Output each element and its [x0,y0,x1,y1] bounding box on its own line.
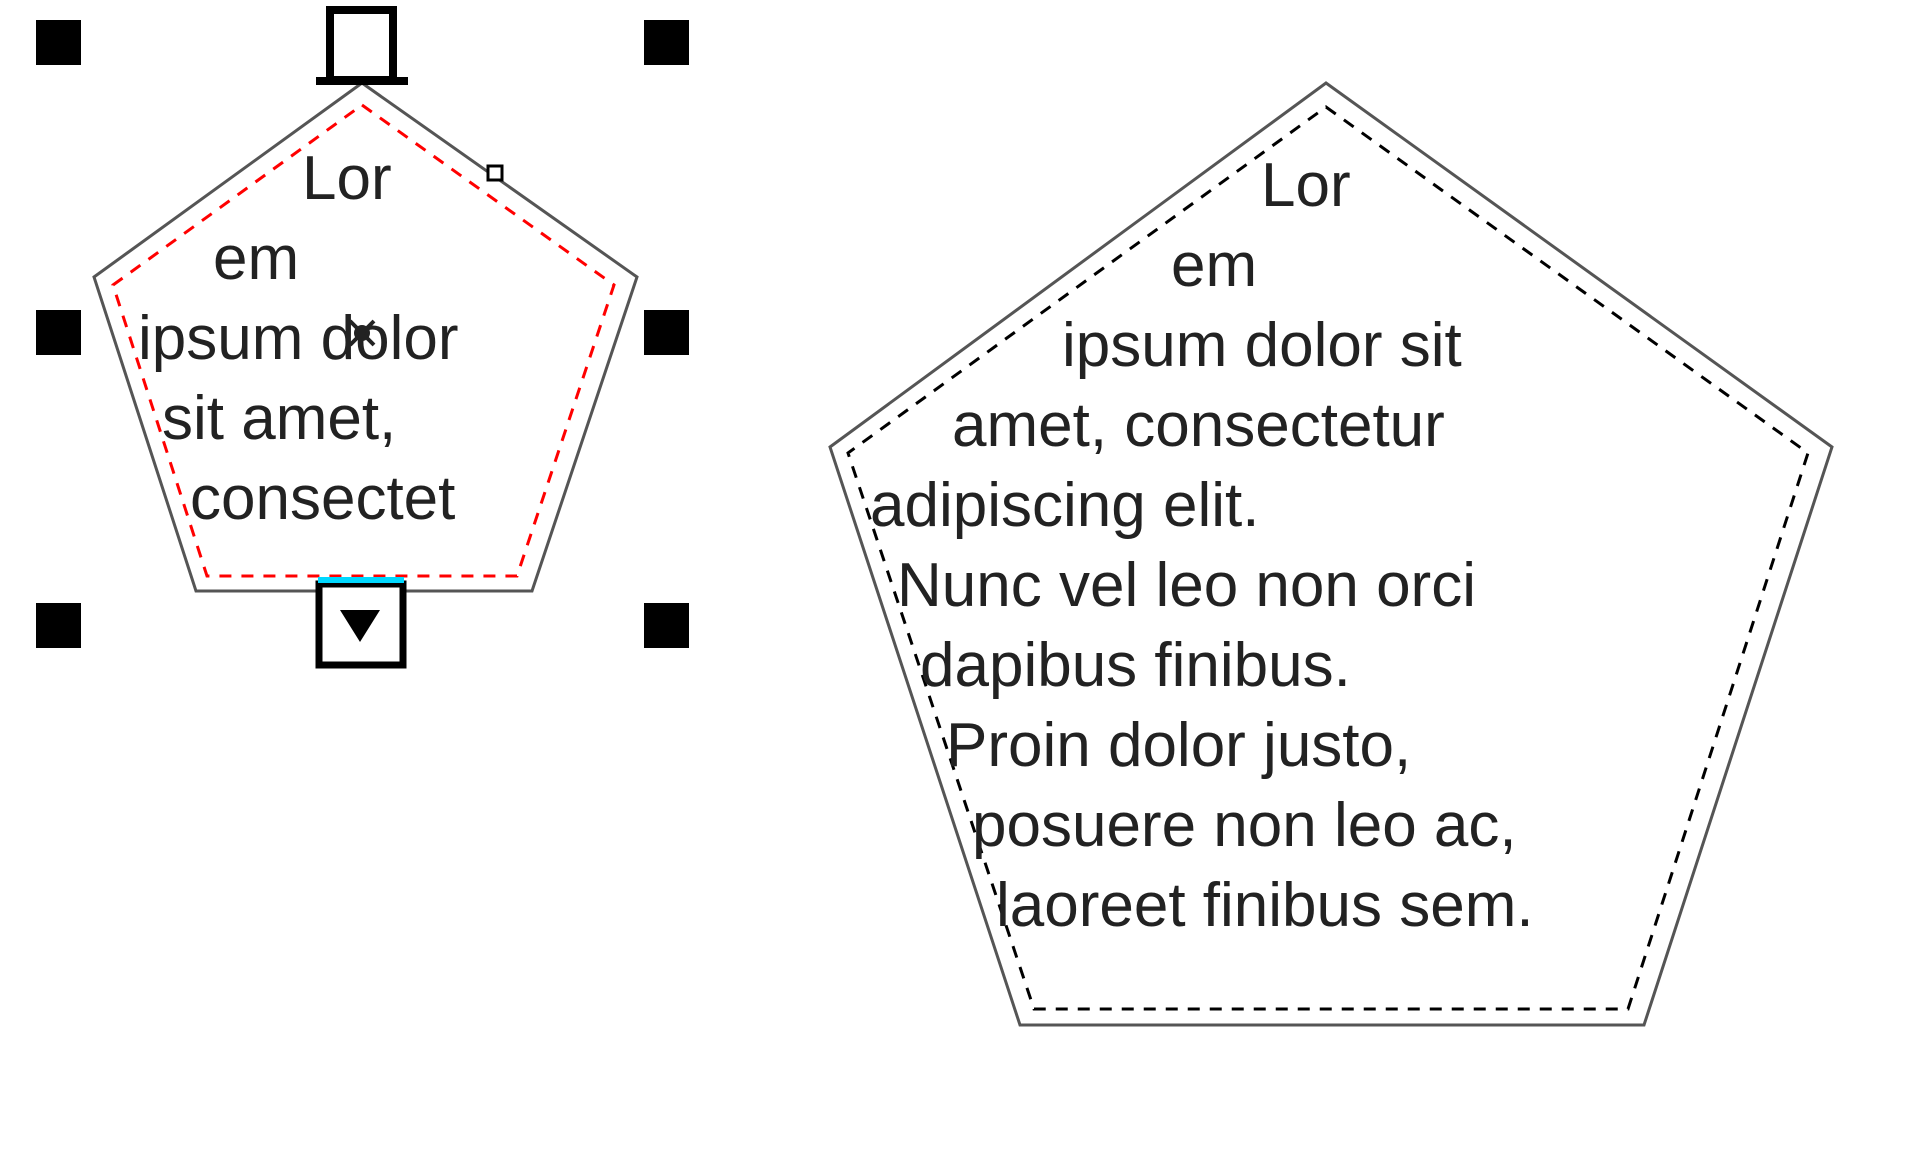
text-line: dapibus finibus. [920,631,1351,700]
handle-bottom-right[interactable] [644,603,689,648]
large-pentagon-text-area [846,105,1810,1011]
corner-marker-icon [486,164,504,182]
text-line: Lor [1261,151,1351,220]
text-line: em [213,224,300,293]
handle-top-right[interactable] [644,20,689,65]
text-line: Proin dolor justo, [946,711,1412,780]
text-frame-top-anchor-icon[interactable] [316,6,408,85]
small-pentagon-text-area [111,103,616,578]
selection-handles [36,20,689,648]
handle-top-left[interactable] [36,20,81,65]
large-pentagon-outline [828,81,1834,1027]
text-line: sit amet, [162,384,397,453]
text-line: consectet [190,464,456,533]
text-line: laoreet finibus sem. [996,871,1534,940]
text-line: em [1171,231,1258,300]
overflow-arrow-icon[interactable] [315,577,407,669]
text-line: ipsum dolor [138,304,459,373]
rotation-center-icon[interactable] [348,319,376,347]
text-line: ipsum dolor sit [1062,311,1462,380]
text-line: amet, consectetur [952,391,1445,460]
text-line: posuere non leo ac, [972,791,1517,860]
handle-middle-right[interactable] [644,310,689,355]
handle-middle-left[interactable] [36,310,81,355]
large-pentagon-shape[interactable] [828,81,1834,1027]
handle-bottom-left[interactable] [36,603,81,648]
text-line: Lor [302,144,392,213]
text-line: adipiscing elit. [870,471,1260,540]
text-line: Nunc vel leo non orci [897,551,1476,620]
